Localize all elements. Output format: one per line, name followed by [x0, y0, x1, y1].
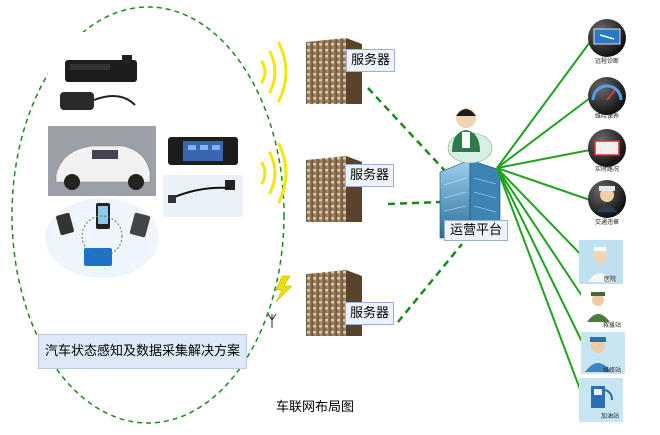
gauge-icon: [588, 77, 626, 115]
mechanic-icon: [581, 332, 625, 374]
server-label-3: 服务器: [345, 302, 395, 325]
service-label-traffic-violation: 交通违章: [594, 219, 619, 226]
car-dvr-image: [163, 130, 243, 172]
wifi-signal-icon-1: [260, 41, 288, 103]
wifi-signal-icon-2: [260, 142, 288, 204]
antenna-icon: [267, 313, 277, 328]
service-label-remote-diagnosis: 远程诊断: [594, 58, 619, 65]
computer-icon: [588, 19, 626, 57]
service-label-maintenance: 维险保养: [594, 113, 619, 120]
operations-platform-building: [439, 159, 501, 239]
solution-label: 汽车状态感知及数据采集解决方案: [38, 334, 248, 369]
fuel-pump-icon: [579, 378, 623, 422]
solution-boundary-ellipse: [11, 6, 285, 424]
service-label-repair-station: 维修站: [602, 367, 621, 374]
rescue-worker-icon: [581, 286, 625, 330]
service-links: [496, 41, 591, 401]
server-label-1: 服务器: [346, 49, 396, 72]
lightning-signal-icon: [275, 275, 293, 303]
operator-icon: [447, 108, 493, 164]
service-label-gas-station: 加油站: [600, 413, 619, 420]
server-platform-links: [367, 87, 463, 323]
server-label-2: 服务器: [345, 164, 395, 187]
obd-cable-image: [163, 175, 243, 217]
traffic-police-icon: [588, 180, 626, 218]
service-label-rescue-station: 救援站: [602, 322, 621, 329]
diagram-caption: 车联网布局图: [276, 400, 355, 415]
service-label-hospital: 医院: [603, 276, 616, 283]
gps-tracker-image: [48, 32, 156, 120]
nurse-icon: [579, 240, 623, 284]
service-label-traffic-status: 实时路况: [594, 166, 619, 173]
sports-car-image: [48, 126, 156, 196]
platform-label: 运营平台: [444, 220, 509, 241]
traffic-screen-icon: [588, 129, 626, 167]
mobile-terminals-image: [45, 198, 159, 278]
